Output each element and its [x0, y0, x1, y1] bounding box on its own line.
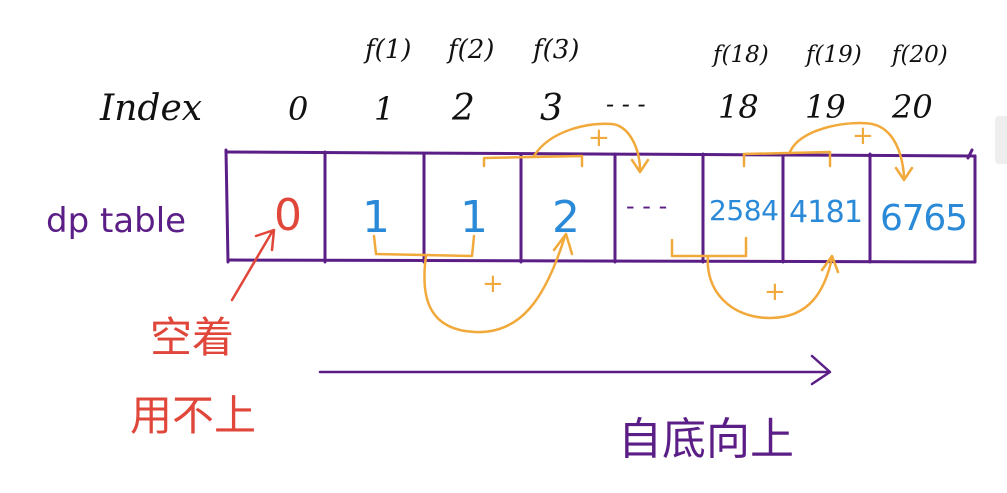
- cell-ellipsis: - - -: [626, 192, 667, 220]
- arc-to-ellipsis: [532, 122, 642, 172]
- brace-ellipsis-18: [670, 236, 748, 258]
- bottom-up-annotation: 自底向上: [318, 354, 832, 465]
- arrowhead-3: [552, 232, 574, 256]
- cell-18: 2584: [709, 194, 779, 227]
- brace-2-3: [482, 154, 584, 168]
- index-18: 18: [718, 88, 759, 126]
- index-2: 2: [451, 88, 475, 129]
- index-19: 19: [805, 88, 846, 126]
- index-3: 3: [540, 88, 563, 129]
- index-0: 0: [288, 90, 308, 128]
- unused-text-line2: 用不上: [130, 391, 256, 440]
- scrollbar-stub: [995, 116, 1007, 164]
- f-label-3: f(3): [531, 35, 579, 65]
- cell-19: 4181: [789, 195, 863, 230]
- brace-18-19: [742, 150, 832, 168]
- cell-1: 1: [362, 192, 390, 243]
- f-labels: f(1) f(2) f(3) f(18) f(19) f(20): [363, 35, 948, 68]
- arc-to-3: [423, 234, 567, 334]
- arrowhead-19: [820, 254, 840, 274]
- index-ellipsis: - - -: [606, 90, 646, 118]
- dp-table-label: dp table: [46, 201, 186, 241]
- arrowhead-ellipsis: [630, 158, 650, 174]
- bottom-up-arrow: [318, 354, 832, 386]
- dp-table-cells: 0 1 1 2 - - - 2584 4181 6765: [274, 190, 968, 243]
- cell-20: 6765: [880, 198, 968, 239]
- index-row: Index 0 1 2 3 - - - 18 19 20: [99, 88, 933, 129]
- arc-to-20: [788, 121, 906, 178]
- cell-2: 1: [460, 192, 488, 243]
- plus-sign-2: +: [588, 123, 610, 153]
- plus-signs: + + + +: [482, 121, 874, 307]
- addition-arrows: [372, 121, 914, 334]
- index-1: 1: [374, 90, 394, 128]
- plus-sign-3: +: [764, 277, 786, 307]
- f-label-18: f(18): [711, 42, 769, 68]
- plus-sign-4: +: [852, 121, 874, 151]
- f-label-2: f(2): [446, 35, 494, 65]
- brace-1-2: [372, 234, 476, 258]
- index-label: Index: [99, 88, 202, 129]
- arc-to-19: [706, 254, 834, 320]
- f-label-19: f(19): [804, 42, 862, 68]
- f-label-1: f(1): [363, 35, 411, 65]
- unused-annotation: 空着 用不上: [130, 228, 276, 440]
- cell-0: 0: [274, 190, 302, 241]
- arrowhead-20: [894, 166, 914, 182]
- bottom-up-text: 自底向上: [618, 414, 794, 465]
- dp-table-grid: [224, 148, 977, 264]
- f-label-20: f(20): [890, 42, 948, 68]
- plus-sign-1: +: [482, 269, 504, 299]
- unused-arrow: [230, 228, 276, 302]
- index-20: 20: [891, 88, 933, 126]
- unused-text-line1: 空着: [150, 313, 234, 362]
